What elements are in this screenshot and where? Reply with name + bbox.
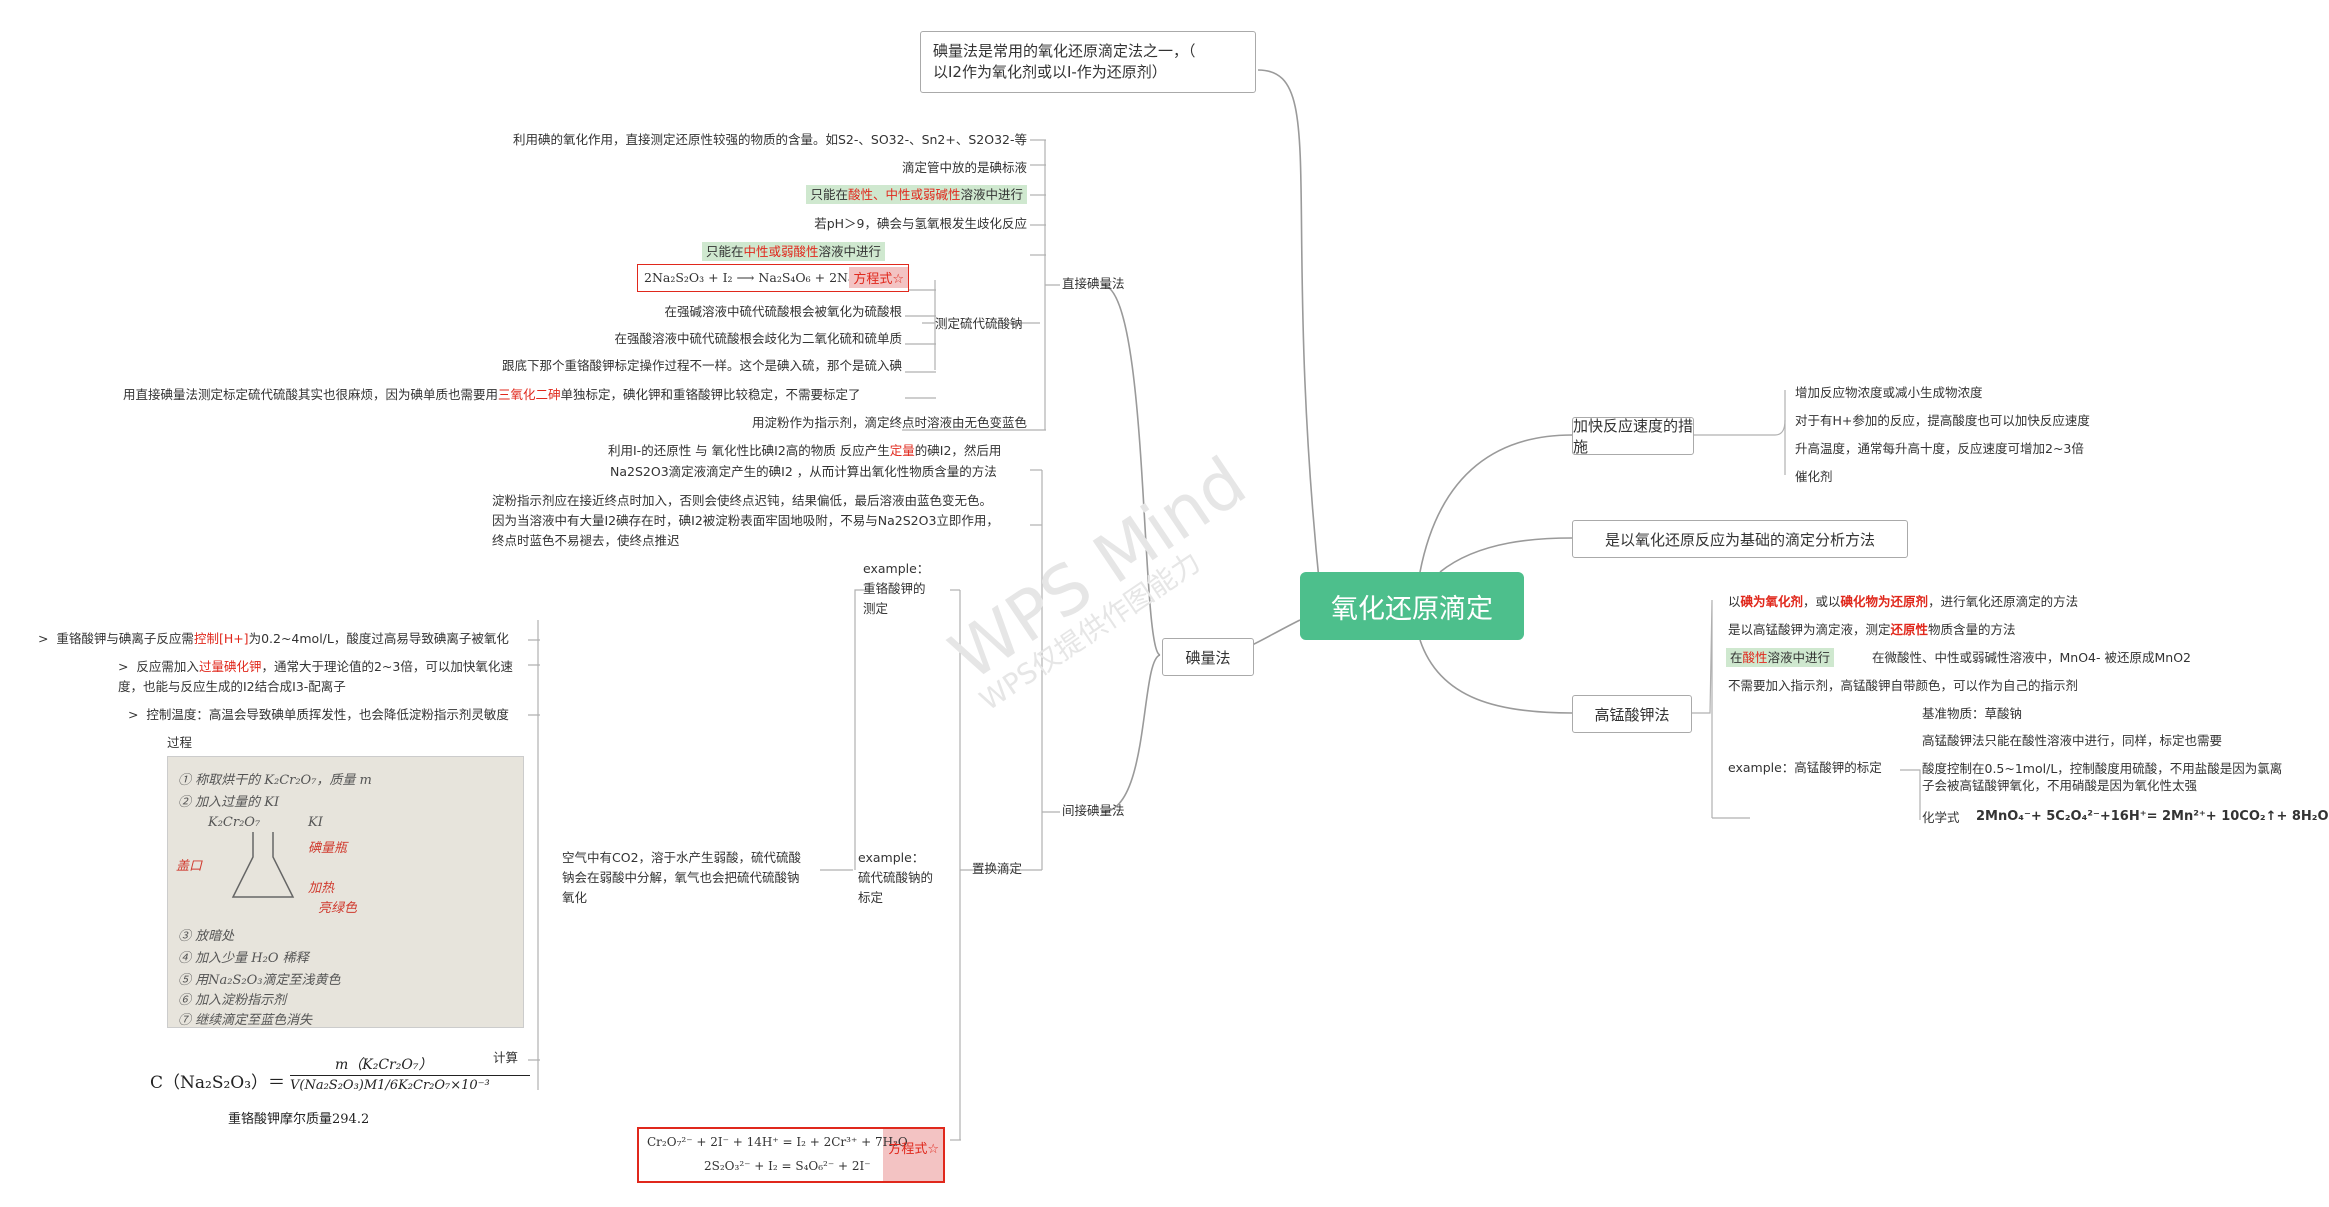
thio-item: 在强酸溶液中硫代硫酸根会歧化为二氧化硫和硫单质 [614,331,902,346]
kmno4-standard: 是以高锰酸钾为滴定液，测定还原性物质含量的方法 [1728,622,2016,637]
kmno4-example-item: 酸度控制在0.5~1mol/L，控制酸度用硫酸，不用盐酸是因为氯离子会被高锰酸钾… [1922,761,2283,793]
kmno4-chem-label: 化学式 [1922,810,1960,825]
handwriting-step: ① 称取烘干的 K₂Cr₂O₇，质量 m [178,773,372,788]
process-label: 过程 [167,735,193,750]
indirect-starch-note: 因为当溶液中有大量I2碘存在时，碘I2被淀粉表面牢固地吸附，不易与Na2S2O3… [492,513,999,528]
thio-label[interactable]: 测定硫代硫酸钠 [935,316,1023,331]
handwriting-step: ③ 放暗处 [178,929,235,944]
ex1-point-2: > 反应需加入过量碘化钾，通常大于理论值的2~3倍，可以加快氧化速 [118,659,513,674]
replace-equation-1: Cr₂O₇²⁻ + 2I⁻ + 14H⁺ = I₂ + 2Cr³⁺ + 7H₂O [647,1135,908,1149]
indirect-def-line-1: 利用I-的还原性 与 氧化性比碘I2高的物质 反应产生定量的碘I2，然后用 [608,443,1002,458]
indirect-starch-note: 终点时蓝色不易褪去，使终点推迟 [492,533,680,548]
replace-titration-label[interactable]: 置换滴定 [972,861,1023,876]
intro-line-1: 碘量法是常用的氧化还原滴定法之一，（ [933,42,1196,60]
handwriting-note: 盖口 [176,859,203,874]
speed-item: 增加反应物浓度或减小生成物浓度 [1795,385,1983,400]
kmno4-acid: 在酸性溶液中进行 [1726,648,1835,667]
thio-equation-box: 2Na₂S₂O₃ + I₂ ⟶ Na₂S₄O₆ + 2NaI 方程式☆ [637,264,909,292]
thio-item: 在强碱溶液中硫代硫酸根会被氧化为硫酸根 [664,304,902,319]
replace-equation-2: 2S₂O₃²⁻ + I₂ = S₄O₆²⁻ + 2I⁻ [704,1159,871,1173]
co2-note: 氧化 [562,890,588,905]
thio-long-note: 用直接碘量法测定标定硫代硫酸其实也很麻烦，因为碘单质也需要用三氧化二砷单独标定，… [123,387,861,402]
speed-item: 升高温度，通常每升高十度，反应速度可增加2~3倍 [1795,441,2084,456]
basis-node[interactable]: 是以氧化还原反应为基础的滴定分析方法 [1572,520,1908,558]
handwriting-note: 碘量瓶 [308,841,348,856]
fraction-bar [290,1075,530,1076]
thio-only-medium: 只能在中性或弱酸性溶液中进行 [702,242,886,261]
handwriting-step: ⑤ 用Na₂S₂O₃滴定至浅黄色 [178,973,341,988]
ex1-point-2-cont: 度，也能与反应生成的I2结合成I3-配离子 [118,679,346,694]
kmno4-example: example：高锰酸钾的标定 [1728,760,1882,775]
indirect-starch-note: 淀粉指示剂应在接近终点时加入，否则会使终点迟钝，结果偏低，最后溶液由蓝色变无色。 [492,493,993,508]
ex2-line[interactable]: 标定 [858,890,884,905]
direct-iodo-label[interactable]: 直接碘量法 [1062,276,1125,291]
thio-equation: 2Na₂S₂O₃ + I₂ ⟶ Na₂S₄O₆ + 2NaI [644,270,861,285]
direct-item: 滴定管中放的是碘标液 [901,160,1027,175]
ex1-line[interactable]: 测定 [863,601,889,616]
co2-note: 空气中有CO2，溶于水产生弱酸，硫代硫酸 [562,850,802,865]
kmno4-indicator: 不需要加入指示剂，高锰酸钾自带颜色，可以作为自己的指示剂 [1728,678,2079,693]
kmno4-node[interactable]: 高锰酸钾法 [1572,695,1692,733]
thio-item: 跟底下那个重铬酸钾标定操作过程不一样。这个是碘入硫，那个是硫入碘 [501,358,902,373]
handwriting-note: 亮绿色 [318,901,358,916]
direct-only-medium: 只能在酸性、中性或弱碱性溶液中进行 [806,185,1027,204]
kmno4-example-item: 基准物质：草酸钠 [1922,706,2023,721]
formula-numerator: m（K₂Cr₂O₇） [335,1057,433,1073]
calc-label: 计算 [493,1050,519,1065]
handwriting-step: ④ 加入少量 H₂O 稀释 [178,951,309,966]
equation-tag: 方程式☆ [888,1142,939,1157]
handwriting-note: 加热 [308,881,335,896]
ex1-line[interactable]: 重铬酸钾的 [863,581,926,596]
formula-note: 重铬酸钾摩尔质量294.2 [228,1112,370,1127]
flask-sketch [231,832,295,898]
speed-node[interactable]: 加快反应速度的措施 [1572,417,1694,456]
kmno4-example-item: 高锰酸钾法只能在酸性溶液中进行，同样，标定也需要 [1922,733,2223,748]
direct-ph-note: 若pH＞9，碘会与氢氧根发生歧化反应 [814,216,1027,231]
formula-denominator: V(Na₂S₂O₃)M1/6K₂Cr₂O₇×10⁻³ [290,1078,490,1093]
ex2-line[interactable]: example： [858,850,925,865]
direct-starch-note: 用淀粉作为指示剂，滴定终点时溶液由无色变蓝色 [751,415,1027,430]
kmno4-chem-equation: 2MnO₄⁻+ 5C₂O₄²⁻+16H⁺= 2Mn²⁺+ 10CO₂↑+ 8H₂… [1976,809,2329,824]
indirect-def-line-2: Na2S2O3滴定液滴定产生的碘I2 ，从而计算出氧化性物质含量的方法 [610,464,997,479]
handwriting-note: K₂Cr₂O₇ [208,815,261,830]
replace-equation-box: Cr₂O₇²⁻ + 2I⁻ + 14H⁺ = I₂ + 2Cr³⁺ + 7H₂O… [637,1127,945,1183]
equation-tag: 方程式☆ [849,267,908,288]
indirect-iodo-label[interactable]: 间接碘量法 [1062,803,1125,818]
iodo-node[interactable]: 碘量法 [1162,638,1254,676]
root-topic[interactable]: 氧化还原滴定 [1300,572,1524,640]
kmno4-definition: 以碘为氧化剂，或以碘化物为还原剂，进行氧化还原滴定的方法 [1728,594,2079,609]
handwritten-notes-photo: ① 称取烘干的 K₂Cr₂O₇，质量 m ② 加入过量的 KI K₂Cr₂O₇ … [167,756,524,1028]
tag-bg [883,1129,943,1181]
handwriting-note: KI [308,815,323,830]
kmno4-acid-note: 在微酸性、中性或弱碱性溶液中，MnO4- 被还原成MnO2 [1872,650,2191,665]
ex2-line[interactable]: 硫代硫酸钠的 [858,870,934,885]
formula-left: C（Na₂S₂O₃）＝ [150,1073,286,1093]
ex1-point-1: > 重铬酸钾与碘离子反应需控制[H+]为0.2~4mol/L，酸度过高易导致碘离… [38,631,509,646]
intro-line-2: 以I2作为氧化剂或以I-作为还原剂） [933,63,1167,81]
handwriting-step: ⑦ 继续滴定至蓝色消失 [178,1013,313,1028]
speed-item: 对于有H+参加的反应，提高酸度也可以加快反应速度 [1795,413,2090,428]
intro-node[interactable]: 碘量法是常用的氧化还原滴定法之一，（ 以I2作为氧化剂或以I-作为还原剂） [920,31,1256,93]
co2-note: 钠会在弱酸中分解，氧气也会把硫代硫酸钠 [562,870,800,885]
handwriting-step: ② 加入过量的 KI [178,795,280,810]
handwriting-step: ⑥ 加入淀粉指示剂 [178,993,287,1008]
direct-item: 利用碘的氧化作用，直接测定还原性较强的物质的含量。如S2-、SO32-、Sn2+… [512,132,1027,147]
speed-item: 催化剂 [1795,469,1833,484]
ex1-line[interactable]: example： [863,561,930,576]
ex1-point-3: > 控制温度：高温会导致碘单质挥发性，也会降低淀粉指示剂灵敏度 [128,707,509,722]
